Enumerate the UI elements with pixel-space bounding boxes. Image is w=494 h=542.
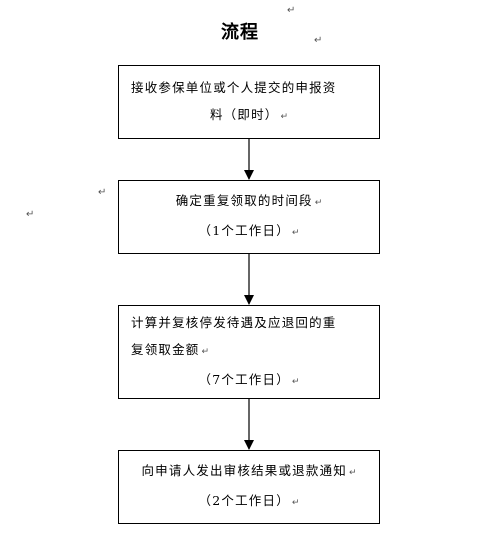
step-3-line-2: 复领取金额↵: [127, 336, 371, 366]
paragraph-mark: ↵: [280, 111, 289, 122]
flowchart-title: 流程: [221, 22, 259, 43]
step-2-line-1-text: 确定重复领取的时间段: [175, 193, 313, 208]
step-4-line-2: （2个工作日）↵: [127, 487, 371, 517]
step-3-line-2-text: 复领取金额: [131, 341, 200, 357]
flow-step-4: 向申请人发出审核结果或退款通知↵ （2个工作日）↵: [118, 450, 380, 524]
paragraph-mark: ↵: [314, 35, 323, 46]
step-3-line-3-text: （7个工作日）: [198, 371, 290, 387]
paragraph-mark: ↵: [291, 498, 300, 508]
step-1-line-1: 接收参保单位或个人提交的申报资: [131, 79, 337, 95]
flow-step-2: 确定重复领取的时间段↵ （1个工作日）↵: [118, 180, 380, 254]
step-2-line-1: 确定重复领取的时间段↵: [127, 187, 371, 217]
step-4-line-2-text: （2个工作日）: [198, 493, 290, 508]
step-3-line-3: （7个工作日）↵: [127, 366, 371, 396]
step-1-line-2: 料（即时）↵: [127, 101, 371, 131]
paragraph-mark: ↵: [291, 228, 300, 238]
paragraph-mark: ↵: [287, 5, 296, 16]
step-2-line-2: （1个工作日）↵: [127, 217, 371, 247]
step-2-line-2-text: （1个工作日）: [198, 223, 290, 238]
step-4-line-1-text: 向申请人发出审核结果或退款通知: [141, 463, 347, 478]
step-3-line-1: 计算并复核停发待遇及应退回的重: [131, 314, 337, 330]
paragraph-mark: ↵: [26, 209, 35, 220]
flow-step-3: 计算并复核停发待遇及应退回的重 复领取金额↵ （7个工作日）↵: [118, 305, 380, 399]
paragraph-mark: ↵: [98, 187, 107, 198]
flow-step-1: 接收参保单位或个人提交的申报资 料（即时）↵: [118, 65, 380, 139]
step-1-line-2-text: 料（即时）: [209, 106, 279, 122]
paragraph-mark: ↵: [314, 198, 323, 208]
paragraph-mark: ↵: [348, 468, 357, 478]
paragraph-mark: ↵: [291, 376, 300, 387]
step-4-line-1: 向申请人发出审核结果或退款通知↵: [127, 457, 371, 487]
paragraph-mark: ↵: [201, 346, 210, 357]
